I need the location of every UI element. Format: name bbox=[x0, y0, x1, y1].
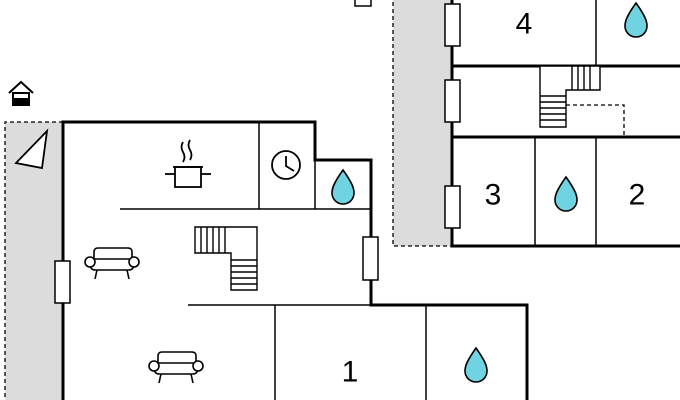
top-chimney-box bbox=[354, 0, 372, 7]
house-entrance-icon bbox=[8, 80, 34, 106]
water-drop-icon bbox=[464, 346, 488, 383]
left-outdoor-strip bbox=[5, 122, 63, 400]
room-2-label: 2 bbox=[629, 179, 646, 212]
sofa-icon bbox=[84, 247, 140, 280]
middle-door bbox=[362, 236, 379, 281]
upper-window-2 bbox=[444, 79, 461, 123]
room-4-label: 4 bbox=[516, 8, 533, 41]
room-3-label: 3 bbox=[485, 179, 502, 212]
cooking-pot-icon bbox=[165, 139, 211, 188]
upper-window-1 bbox=[444, 3, 461, 47]
water-drop-icon bbox=[624, 1, 648, 38]
left-outdoor-border bbox=[4, 121, 63, 400]
compass-arrow-icon bbox=[14, 128, 49, 170]
right-outdoor-strip bbox=[393, 0, 452, 246]
right-outdoor-border bbox=[392, 0, 452, 247]
room-1-label: 1 bbox=[342, 356, 359, 389]
main-floor-outer-wall bbox=[61, 120, 529, 400]
staircase-icon bbox=[194, 226, 258, 291]
left-window bbox=[54, 260, 71, 304]
upper-staircase-icon bbox=[539, 65, 601, 128]
landing-dashed-line bbox=[566, 104, 625, 137]
water-drop-icon bbox=[554, 175, 578, 212]
water-drop-icon bbox=[331, 168, 355, 205]
upper-block-wall bbox=[450, 0, 680, 248]
upper-window-3 bbox=[444, 185, 461, 229]
sofa-icon bbox=[148, 351, 204, 384]
clock-icon bbox=[271, 150, 301, 180]
